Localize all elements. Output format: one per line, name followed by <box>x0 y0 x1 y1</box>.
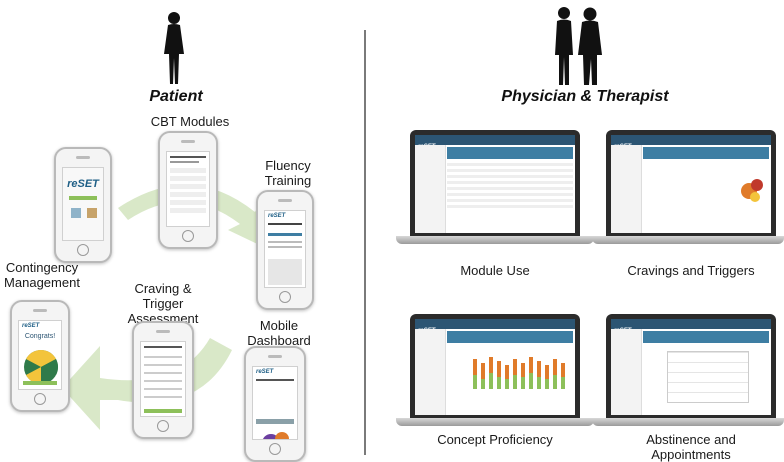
progress-icon <box>71 208 81 218</box>
congrats-text: Congrats! <box>24 333 56 340</box>
phone-cbt-modules <box>158 131 218 249</box>
prize-wheel-icon[interactable] <box>23 349 59 385</box>
phone-mobile-dashboard: reSET <box>244 346 306 462</box>
concept-proficiency-label: Concept Proficiency <box>437 432 553 447</box>
reset-logo-small: reSET <box>268 213 286 219</box>
patient-silhouette-icon <box>164 12 184 84</box>
module-use-label: Module Use <box>460 263 530 278</box>
phone-craving-assessment <box>132 321 194 439</box>
spin-button[interactable] <box>23 381 57 385</box>
mobile-dashboard-label: Mobile Dashboard <box>247 318 311 348</box>
phone-reset-home: reSET <box>54 147 112 263</box>
laptop-module-use: reSET <box>410 130 580 236</box>
keyboard[interactable] <box>268 259 302 285</box>
contingency-management-label: Contingency Management <box>4 260 80 290</box>
section-divider <box>364 30 366 455</box>
physician-silhouette-icon <box>555 7 602 85</box>
cbt-modules-label: CBT Modules <box>150 114 230 129</box>
trigger-bubbles-icon <box>741 179 763 202</box>
reset-logo-small: reSET <box>256 369 274 375</box>
patient-title: Patient <box>149 88 203 105</box>
craving-trigger-label: Craving & Trigger Assessment <box>127 281 199 326</box>
abstinence-appointments-label: Abstinence and Appointments <box>646 432 736 462</box>
phone-contingency: reSET Congrats! <box>10 300 70 412</box>
fluency-training-label: Fluency Training <box>264 158 312 188</box>
trigger-bubbles-icon <box>262 432 289 439</box>
reset-logo: reSET <box>67 178 99 190</box>
rewards-icon <box>87 208 97 218</box>
cravings-triggers-label: Cravings and Triggers <box>627 263 755 278</box>
laptop-cravings-triggers: reSET <box>606 130 776 236</box>
proficiency-bars-icon <box>473 357 565 389</box>
calendar-grid <box>667 351 749 403</box>
reset-logo-small: reSET <box>22 323 40 329</box>
physician-title: Physician & Therapist <box>501 88 669 105</box>
phone-fluency-training: reSET <box>256 190 314 310</box>
submit-button[interactable] <box>144 409 182 413</box>
laptop-concept-proficiency: reSET <box>410 314 580 418</box>
laptop-abstinence-appointments: reSET <box>606 314 776 418</box>
start-button[interactable] <box>69 196 97 200</box>
